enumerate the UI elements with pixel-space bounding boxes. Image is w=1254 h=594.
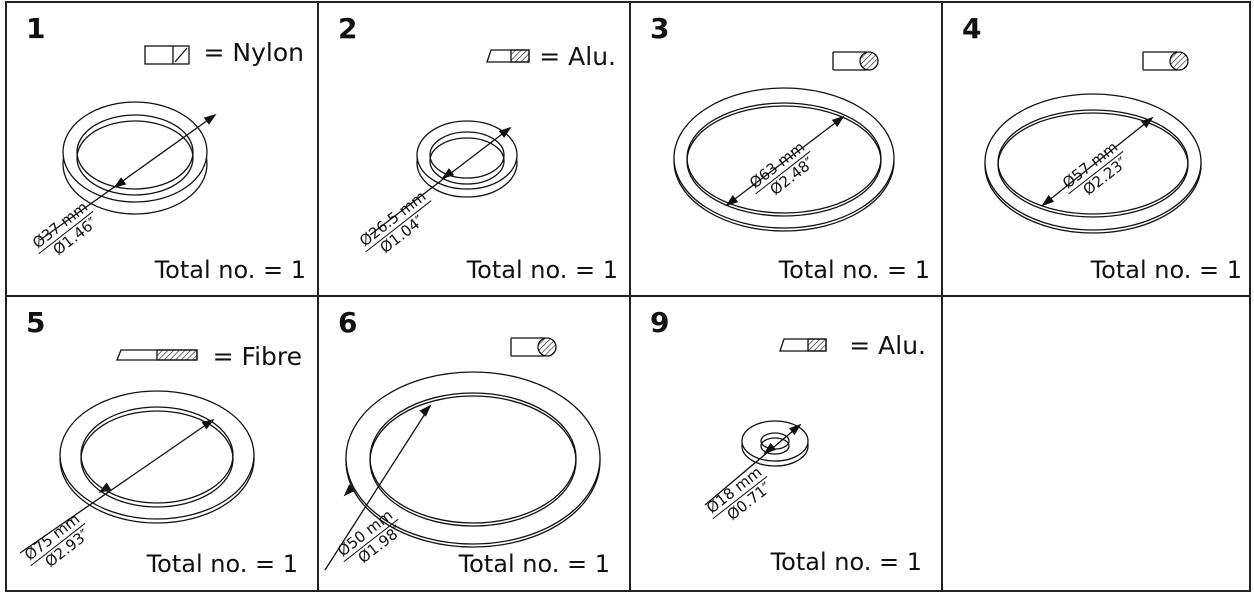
washer-drawing-3 xyxy=(673,87,895,232)
total-count: Total no. = 1 xyxy=(154,256,306,284)
total-count: Total no. = 1 xyxy=(458,550,610,578)
washer-outer-edge xyxy=(345,371,601,545)
material-legend: = Fibre xyxy=(212,342,302,371)
washer-inner-edge-lower xyxy=(80,410,234,508)
total-count: Total no. = 1 xyxy=(770,548,922,576)
dimension-arrow-icon xyxy=(203,113,217,125)
total-count: Total no. = 1 xyxy=(146,550,298,578)
panel-number: 2 xyxy=(338,12,358,45)
washer-drawing-5 xyxy=(19,390,255,554)
dimension-arrow-icon xyxy=(441,168,455,180)
washer-inner-edge-lower xyxy=(429,137,505,185)
dimension-line xyxy=(704,424,801,506)
washer-outer-edge xyxy=(59,390,255,520)
washer-inner-edge-lower xyxy=(369,395,577,527)
panel-number: 4 xyxy=(962,12,982,45)
flat-section-icon xyxy=(116,349,198,361)
washer-inner-edge-lower xyxy=(997,112,1189,218)
washer-drawing-6 xyxy=(324,371,601,571)
washer-drawing-1 xyxy=(39,101,217,241)
dimension-arrow-icon xyxy=(113,177,127,189)
total-count: Total no. = 1 xyxy=(1090,256,1242,284)
dimension-arrow-icon xyxy=(343,484,356,497)
panel-number: 6 xyxy=(338,306,358,339)
dimension-arrow-icon xyxy=(788,423,802,436)
dimension-line xyxy=(726,116,844,206)
washer-drawing-4 xyxy=(984,93,1202,234)
panel-number: 5 xyxy=(26,306,46,339)
washer-drawing-9 xyxy=(704,420,809,506)
washer-inner-edge xyxy=(76,114,194,190)
panel-number: 1 xyxy=(26,12,46,45)
total-count: Total no. = 1 xyxy=(466,256,618,284)
round-section-icon xyxy=(510,337,557,357)
dimension-arrow-icon xyxy=(725,195,739,207)
dimension-arrow-icon xyxy=(98,482,112,494)
dimension-arrow-icon xyxy=(763,442,777,455)
washer-inner-edge xyxy=(429,131,505,179)
dimension-line xyxy=(1042,117,1153,206)
dimension-line xyxy=(19,419,214,554)
washer-inner-edge-lower xyxy=(760,437,790,455)
round-section-icon xyxy=(832,51,879,71)
dimension-arrow-icon xyxy=(201,418,215,430)
dimension-line xyxy=(39,114,216,241)
dimension-arrow-icon xyxy=(419,404,432,417)
round-section-icon xyxy=(1142,51,1189,71)
washer-inner-edge-lower xyxy=(76,120,194,196)
grid-lines xyxy=(5,1,1251,592)
dimension-arrow-icon xyxy=(1041,194,1055,207)
washer-outer-edge xyxy=(62,101,208,203)
flat-section-icon xyxy=(779,338,827,352)
dimension-arrow-icon xyxy=(1140,116,1154,129)
dimension-line xyxy=(324,405,431,571)
washer-outer-edge xyxy=(984,93,1202,231)
rectangular-section-icon xyxy=(144,45,190,65)
material-legend: = Nylon xyxy=(203,38,304,67)
dimension-line xyxy=(369,127,511,236)
dimension-arrow-icon xyxy=(831,115,845,127)
total-count: Total no. = 1 xyxy=(778,256,930,284)
panel-number: 9 xyxy=(650,306,670,339)
dimension-arrow-icon xyxy=(498,126,512,138)
panel-number: 3 xyxy=(650,12,670,45)
washer-inner-edge-lower xyxy=(686,105,882,217)
flat-section-icon xyxy=(486,49,530,63)
material-legend: = Alu. xyxy=(849,331,926,360)
material-legend: = Alu. xyxy=(539,42,616,71)
washer-drawing-2 xyxy=(369,120,518,236)
